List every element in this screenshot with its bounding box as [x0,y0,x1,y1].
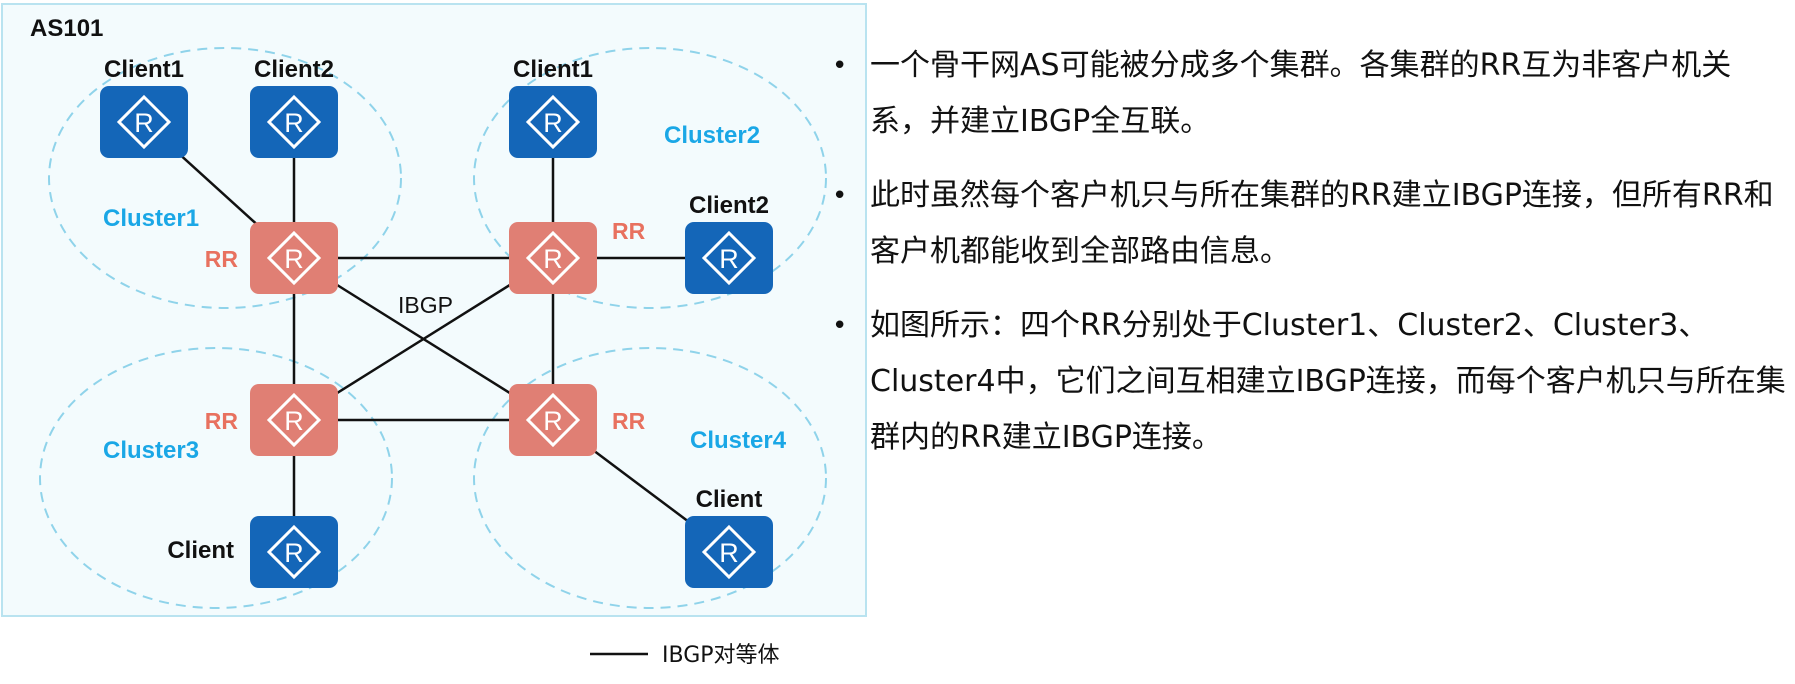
router-icon: R [525,230,581,286]
router-body [250,86,338,158]
bullet-text-3: 如图所示：四个RR分别处于Cluster1、Cluster2、Cluster3、… [870,308,1786,455]
router-icon: R [266,230,322,286]
bullet-item-1: • 一个骨干网AS可能被分成多个集群。各集群的RR互为非客户机关系，并建立IBGP… [832,38,1790,150]
cluster-areas [39,47,827,609]
client-label-c4: Client [696,486,763,513]
client-label-c1a: Client1 [104,56,184,83]
router-icon: R [701,230,757,286]
bullet-item-3: • 如图所示：四个RR分别处于Cluster1、Cluster2、Cluster3… [832,298,1790,466]
router-body [509,86,597,158]
bullet-dot: • [832,181,848,211]
legend: IBGP对等体 [590,643,780,668]
router-body [250,222,338,294]
client-router-c1b: R [250,86,338,158]
route-reflector-rr3: R [250,384,338,456]
router-glyph: R [284,406,304,436]
router-icon: R [525,392,581,448]
router-glyph: R [134,108,154,138]
router-icon: R [116,94,172,150]
router-glyph: R [719,538,739,568]
router-icon: R [266,524,322,580]
route-reflector-rr2: R [509,222,597,294]
as-label: AS101 [30,15,103,42]
cluster-area-3 [39,347,393,609]
explanation-list: • 一个骨干网AS可能被分成多个集群。各集群的RR互为非客户机关系，并建立IBGP… [832,38,1790,484]
router-glyph: R [284,244,304,274]
client-router-c4: R [685,516,773,588]
client-router-c2a: R [509,86,597,158]
rr-label-rr1: RR [205,246,239,272]
rr-label-rr3: RR [205,408,239,434]
cluster-label-4: Cluster4 [690,427,787,454]
legend-label: IBGP对等体 [662,643,780,668]
bullet-text-2: 此时虽然每个客户机只与所在集群的RR建立IBGP连接，但所有RR和客户机都能收到… [870,178,1774,269]
rr-label-rr2: RR [612,218,646,244]
router-glyph: R [284,108,304,138]
cluster-area-4 [473,347,827,609]
router-glyph: R [719,244,739,274]
cluster-area-1 [48,47,402,309]
cluster-area-2 [473,47,827,309]
router-body [100,86,188,158]
router-body [250,516,338,588]
route-reflector-rr4: R [509,384,597,456]
client-label-c3: Client [167,537,234,564]
cluster-labels: Cluster1 Cluster2 Cluster3 Cluster4 [103,122,787,464]
router-body [250,384,338,456]
client-label-c2a: Client1 [513,56,593,83]
client-label-c2b: Client2 [689,192,769,219]
bullet-text-1: 一个骨干网AS可能被分成多个集群。各集群的RR互为非客户机关系，并建立IBGP全… [870,48,1732,139]
client-router-c3: R [250,516,338,588]
router-icon: R [266,392,322,448]
router-glyph: R [543,406,563,436]
router-glyph: R [284,538,304,568]
bullet-dot: • [832,51,848,81]
rr-label-rr4: RR [612,408,646,434]
router-body [685,516,773,588]
router-glyph: R [543,244,563,274]
client-router-c1a: R [100,86,188,158]
cluster-label-3: Cluster3 [103,437,199,464]
router-body [685,222,773,294]
ibgp-center-label: IBGP [398,292,453,318]
router-body [509,222,597,294]
network-diagram: AS101 Cluster1 Cluster2 Cluster3 Cluster… [1,3,867,668]
bullet-dot: • [832,311,848,341]
route-reflector-rr1: R [250,222,338,294]
router-icon: R [266,94,322,150]
cluster-label-2: Cluster2 [664,122,760,149]
client-label-c1b: Client2 [254,56,334,83]
router-body [509,384,597,456]
cluster-label-1: Cluster1 [103,205,199,232]
router-glyph: R [543,108,563,138]
client-router-c2b: R [685,222,773,294]
router-icon: R [701,524,757,580]
router-icon: R [525,94,581,150]
bullet-item-2: • 此时虽然每个客户机只与所在集群的RR建立IBGP连接，但所有RR和客户机都能收… [832,168,1790,280]
